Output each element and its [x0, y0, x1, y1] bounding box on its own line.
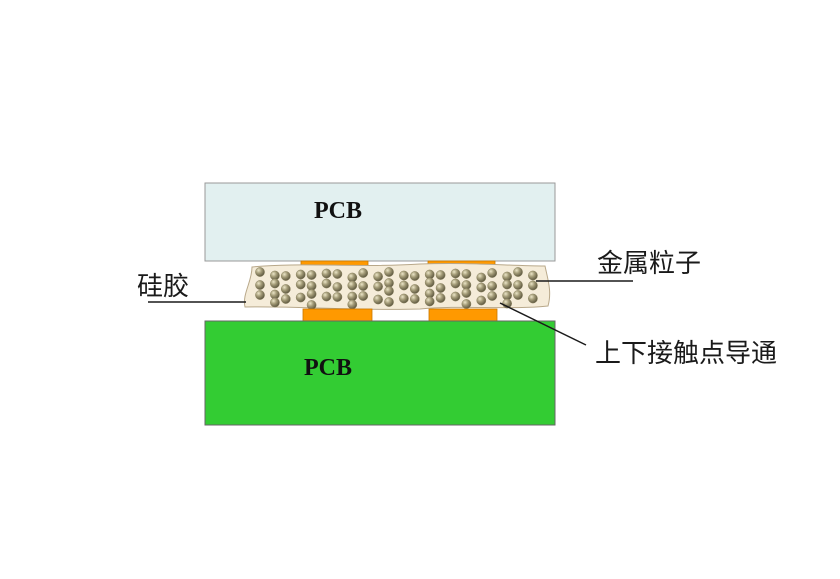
metal-particle — [450, 278, 461, 289]
metal-particle — [424, 277, 435, 288]
metal-particle — [321, 278, 332, 289]
metal-particle — [373, 294, 383, 305]
metal-particle — [435, 293, 446, 303]
metal-particles-group — [255, 267, 538, 310]
bottom-pcb-board — [204, 320, 556, 426]
metal-particle — [306, 300, 317, 310]
metal-particle — [306, 289, 317, 299]
metal-particle — [513, 267, 523, 277]
metal-particle — [358, 268, 369, 278]
metal-particle — [306, 270, 317, 280]
metal-particle — [487, 291, 498, 301]
metal-particle — [358, 281, 369, 291]
metal-particle — [255, 280, 265, 290]
metal-particle — [255, 290, 265, 300]
metal-particle — [487, 268, 498, 278]
metal-particle — [476, 295, 487, 306]
top-pcb-label: PCB — [314, 198, 362, 224]
conduction-label: 上下接触点导通 — [595, 339, 777, 369]
metal-particle — [409, 294, 420, 304]
metal-particle — [347, 280, 358, 291]
metal-particle — [528, 293, 538, 304]
metal-particle — [321, 268, 332, 279]
metal-particle — [255, 267, 265, 277]
silicone-label: 硅胶 — [137, 272, 189, 302]
bottom-pad-left — [302, 308, 373, 322]
metal-particles-label: 金属粒子 — [597, 249, 701, 279]
metal-particle — [435, 283, 446, 293]
metal-particle — [450, 291, 461, 302]
metal-particle — [347, 299, 358, 310]
bottom-pcb-label: PCB — [304, 355, 352, 381]
metal-particle — [528, 270, 538, 281]
metal-particle — [502, 279, 512, 290]
metal-particle — [295, 279, 306, 290]
metal-particle — [270, 297, 280, 308]
conduction-leader-line — [499, 302, 587, 346]
metal-particle — [450, 268, 461, 279]
metal-particle — [280, 294, 291, 304]
metal-particle — [373, 271, 383, 282]
metal-particle — [424, 296, 435, 307]
metal-particle — [399, 280, 409, 291]
metal-particle — [461, 269, 472, 279]
metal-particle — [487, 281, 498, 291]
metal-particle — [384, 267, 394, 277]
metal-particle — [409, 271, 420, 281]
metal-particle — [280, 271, 291, 281]
metal-particle — [476, 282, 487, 293]
metal-particle — [384, 297, 394, 307]
metal-particle — [373, 281, 383, 292]
metal-particle — [321, 291, 332, 302]
metal-particle — [435, 270, 446, 280]
metal-particle — [280, 284, 291, 294]
metal-particle — [358, 291, 369, 301]
metal-particle — [513, 280, 523, 290]
metal-particle — [399, 270, 409, 281]
silicone-adhesive-layer — [243, 262, 551, 310]
bottom-pad-right — [428, 308, 498, 322]
metal-particle — [461, 288, 472, 298]
metal-particle — [476, 272, 487, 283]
metal-particle — [528, 280, 538, 291]
top-pcb-board — [204, 182, 556, 262]
metal-particle — [409, 284, 420, 294]
metal-particle — [295, 269, 306, 280]
metal-particle — [332, 269, 343, 279]
metal-particle — [513, 290, 523, 300]
metal-particle — [332, 282, 343, 292]
metal-particle — [461, 299, 472, 309]
metal-particle — [399, 293, 409, 304]
metal-particle — [295, 292, 306, 303]
metal-particle — [384, 286, 394, 296]
metal-particle — [270, 278, 280, 289]
metal-particle — [332, 292, 343, 302]
